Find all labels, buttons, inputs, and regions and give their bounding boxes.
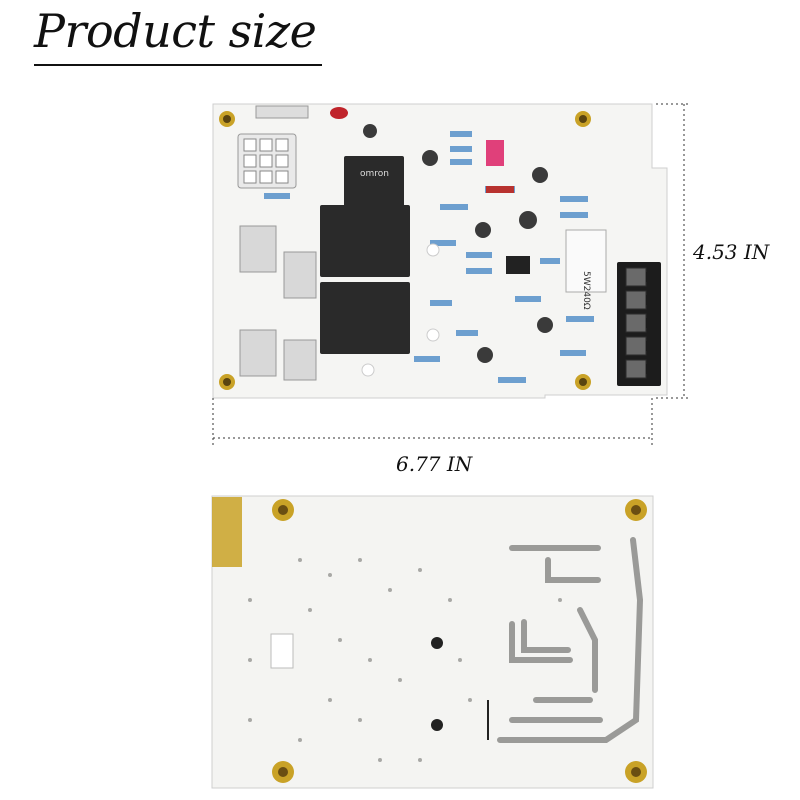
relay-brand-text: omron <box>360 169 389 179</box>
bottom-circuit-board <box>211 495 654 789</box>
page-title: Product size <box>34 4 317 58</box>
width-dimension-label: 6.77 IN <box>396 452 473 476</box>
resistor-label: 5W240Ω <box>581 271 591 310</box>
height-dimension-label: 4.53 IN <box>693 240 770 264</box>
title-underline <box>34 64 322 66</box>
height-dimension-line <box>656 103 690 399</box>
top-circuit-board: omron 5W240Ω <box>212 103 668 399</box>
width-dimension-line <box>212 398 653 446</box>
